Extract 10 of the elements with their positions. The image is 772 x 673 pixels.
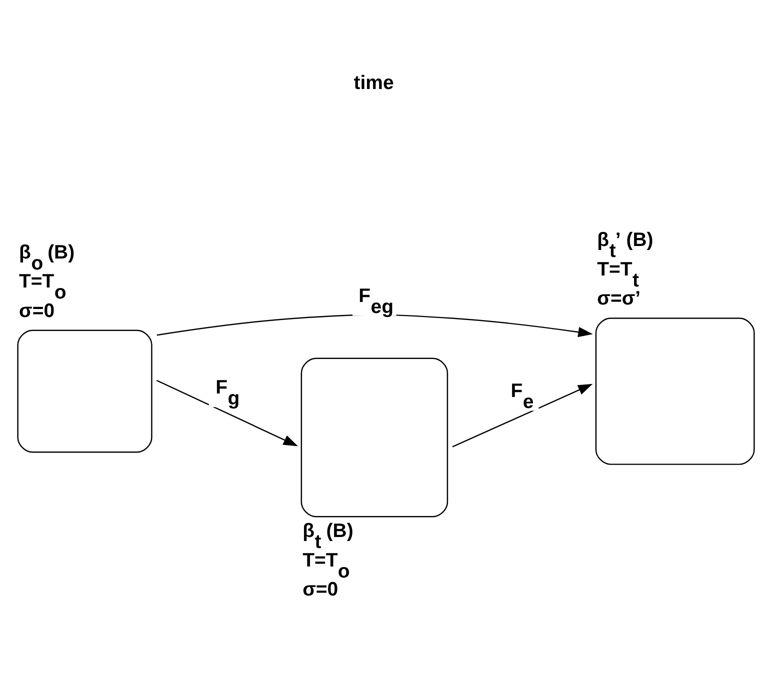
label: time xyxy=(354,72,394,94)
node-box xyxy=(595,318,755,465)
node-box xyxy=(300,358,448,518)
node-label: σ=0 xyxy=(302,578,338,600)
node-label: σ=σ’ xyxy=(597,288,641,310)
arrow xyxy=(156,314,593,338)
arrow xyxy=(452,384,593,448)
arrow xyxy=(156,380,298,446)
node-box xyxy=(17,330,152,453)
node-label: σ=0 xyxy=(19,300,55,322)
